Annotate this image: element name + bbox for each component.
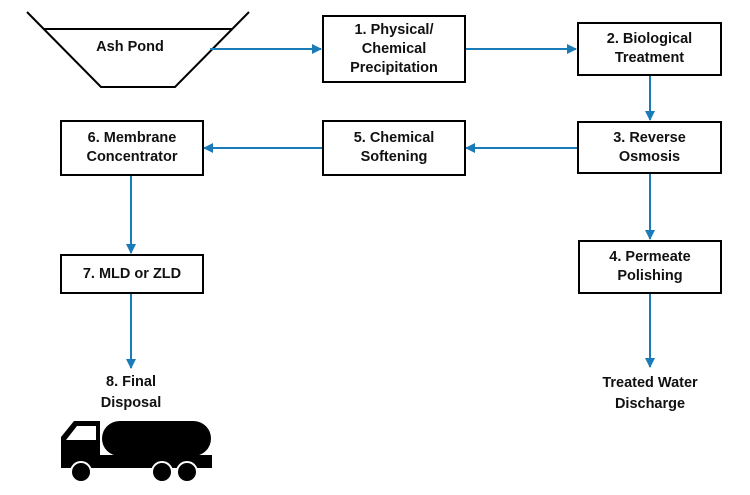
step-1-line-1: 1. Physical/ xyxy=(354,21,434,38)
step-6-line-2: Concentrator xyxy=(86,149,178,165)
step-7-line-1: 7. MLD or ZLD xyxy=(82,265,182,282)
step-4-line-2: Polishing xyxy=(617,268,683,284)
step-1-physical-chemical-precipitation: 1. Physical/ Chemical Precipitation xyxy=(322,15,466,83)
step-5-chemical-softening: 5. Chemical Softening xyxy=(322,120,466,176)
ash-pond-label: Ash Pond xyxy=(96,39,164,55)
final-disposal-label: 8. Final Disposal xyxy=(71,372,191,414)
step-2-biological-treatment: 2. Biological Treatment xyxy=(577,22,722,76)
step-3-reverse-osmosis: 3. Reverse Osmosis xyxy=(577,121,722,174)
step-1-line-2: Chemical xyxy=(361,40,427,57)
tanker-truck-icon xyxy=(61,421,212,483)
step-4-line-1: 4. Permeate xyxy=(609,249,691,265)
step-3-line-1: 3. Reverse xyxy=(613,129,686,146)
step-6-line-1: 6. Membrane xyxy=(87,130,177,146)
discharge-line-2: Discharge xyxy=(614,396,686,412)
step-5-line-2: Softening xyxy=(360,149,428,165)
treated-water-discharge-label: Treated Water Discharge xyxy=(575,373,725,415)
step-4-permeate-polishing: 4. Permeate Polishing xyxy=(578,240,722,294)
disposal-line-2: Disposal xyxy=(100,395,162,411)
step-7-mld-or-zld: 7. MLD or ZLD xyxy=(60,254,204,294)
step-1-line-3: Precipitation xyxy=(350,59,438,76)
step-2-line-2: Treatment xyxy=(614,50,685,66)
step-3-line-2: Osmosis xyxy=(618,148,681,165)
discharge-line-1: Treated Water xyxy=(602,375,698,391)
step-5-line-1: 5. Chemical xyxy=(353,130,435,146)
disposal-line-1: 8. Final xyxy=(106,374,156,390)
step-6-membrane-concentrator: 6. Membrane Concentrator xyxy=(60,120,204,176)
step-2-line-1: 2. Biological xyxy=(606,31,693,47)
